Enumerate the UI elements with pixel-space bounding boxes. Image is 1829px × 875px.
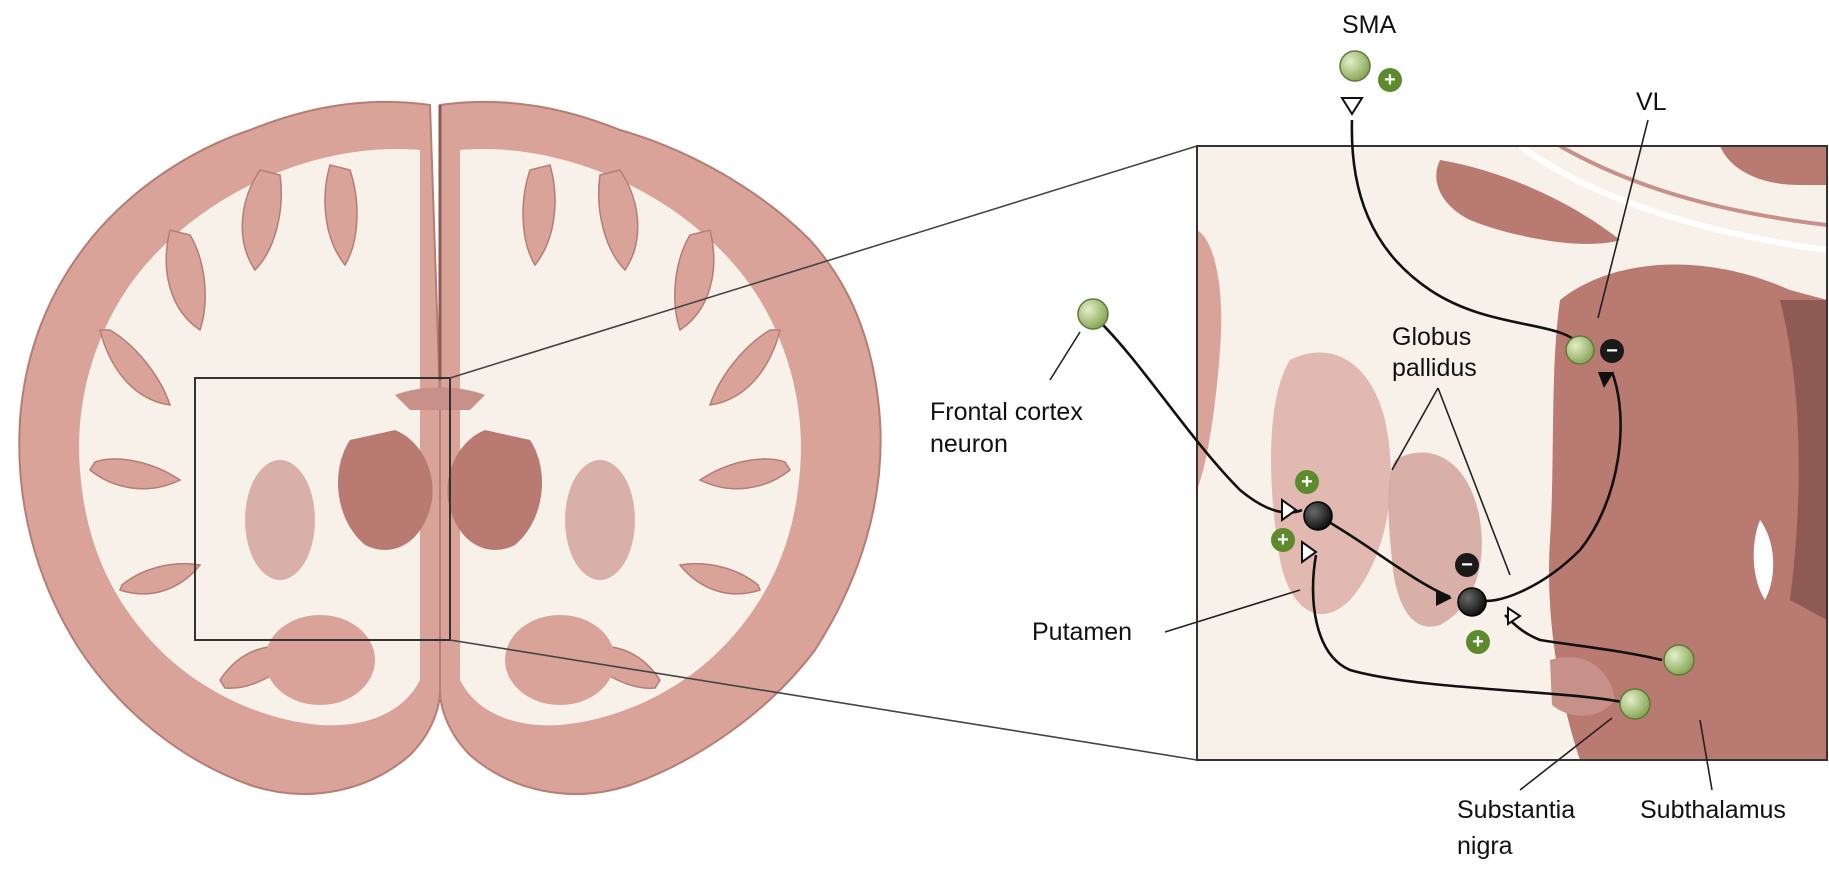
svg-text:+: + bbox=[1384, 69, 1396, 91]
frontal-leader bbox=[1050, 332, 1080, 380]
label-frontal-line2: neuron bbox=[930, 430, 1008, 458]
frontal-cortex-neuron bbox=[1078, 299, 1108, 329]
svg-text:−: − bbox=[1606, 340, 1618, 362]
label-substantia-line1: Substantia bbox=[1457, 796, 1575, 824]
vl-neuron bbox=[1566, 336, 1594, 364]
plus-badge-gp-bottom: + bbox=[1466, 630, 1490, 654]
subthalamus-neuron bbox=[1664, 645, 1694, 675]
plus-badge-sma: + bbox=[1378, 68, 1402, 92]
svg-text:+: + bbox=[1472, 631, 1484, 653]
label-subthalamus: Subthalamus bbox=[1640, 796, 1786, 824]
svg-text:+: + bbox=[1301, 471, 1313, 493]
label-sma: SMA bbox=[1342, 11, 1397, 39]
minus-badge-gp: − bbox=[1455, 553, 1479, 577]
label-vl: VL bbox=[1636, 88, 1667, 116]
label-substantia-line2: nigra bbox=[1457, 832, 1513, 860]
plus-badge-putamen-top: + bbox=[1295, 470, 1319, 494]
putamen-neuron bbox=[1304, 502, 1332, 530]
enlarged-inset bbox=[1197, 146, 1827, 760]
plus-badge-putamen-left: + bbox=[1271, 528, 1295, 552]
substantia-nigra-neuron bbox=[1620, 689, 1650, 719]
label-frontal-line1: Frontal cortex bbox=[930, 398, 1083, 426]
label-putamen: Putamen bbox=[1032, 618, 1132, 646]
svg-text:−: − bbox=[1461, 554, 1473, 576]
coronal-brain-section bbox=[19, 102, 880, 794]
minus-badge-vl: − bbox=[1600, 339, 1624, 363]
label-globus-line2: pallidus bbox=[1392, 354, 1477, 382]
globus-pallidus-neuron bbox=[1458, 588, 1486, 616]
label-globus-line1: Globus bbox=[1392, 323, 1471, 351]
svg-text:+: + bbox=[1277, 529, 1289, 551]
terminal-open-sma bbox=[1342, 98, 1362, 114]
sma-neuron bbox=[1340, 51, 1370, 81]
